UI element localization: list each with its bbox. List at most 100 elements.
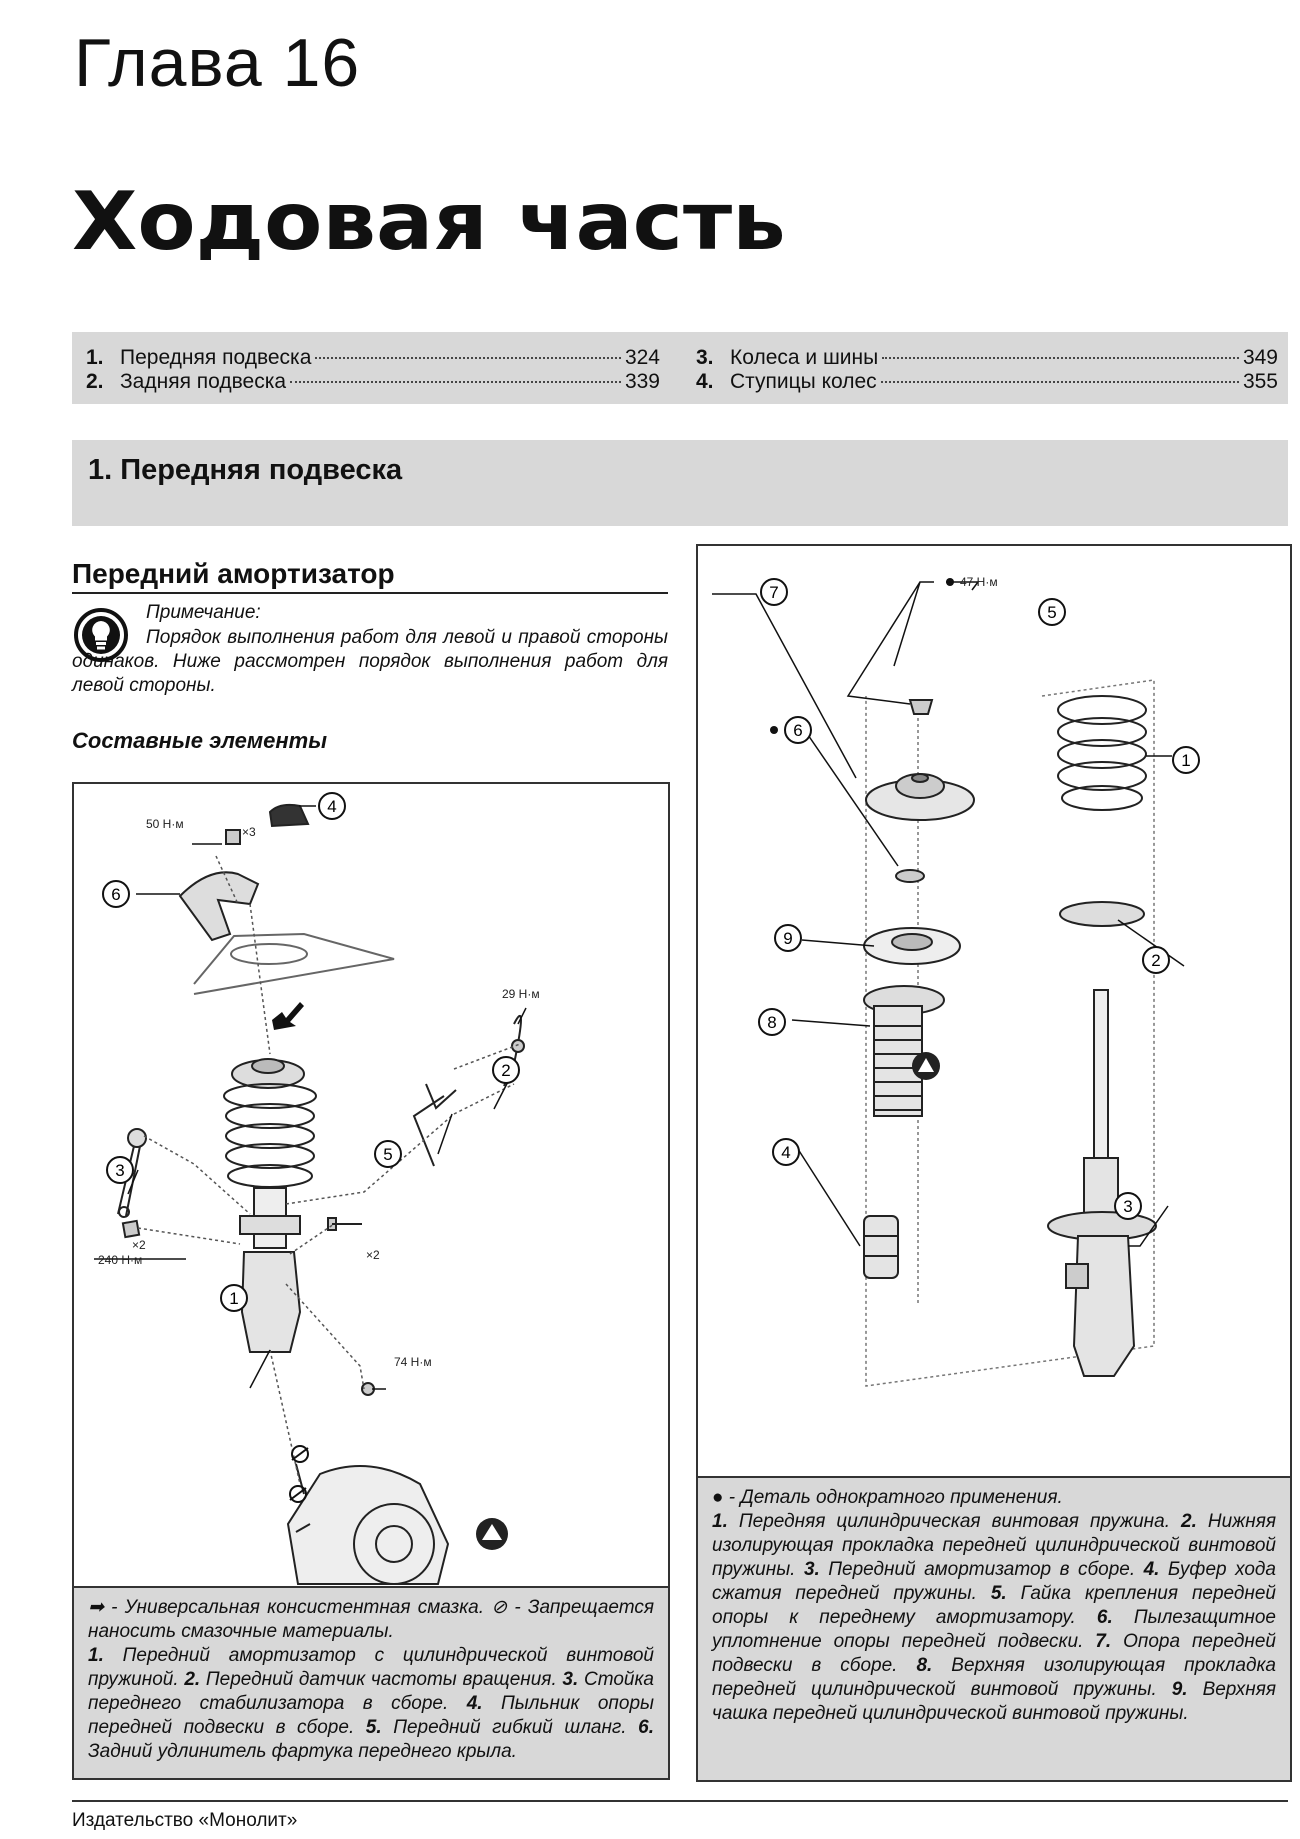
callout-2-label: 2 [1151,951,1160,970]
callout-4-label: 4 [781,1143,790,1162]
chapter-number: Глава 16 [74,25,361,101]
chapter-title: Ходовая часть [72,175,786,268]
multiplier-label: ×2 [366,1248,380,1262]
toc-num: 2. [86,370,104,393]
toc-label: Передняя подвеска [120,346,312,369]
caption-item-text: Верхняя чашка передней цилиндрической ви… [712,1679,1276,1724]
legend-no-grease: - Запрещается наносить смазочные материа… [88,1597,655,1642]
callout-2-label: 2 [501,1061,510,1080]
caption-item-text: Передний амортизатор в сборе. [819,1559,1144,1580]
caption-item-text: Пыльник опоры передней подвески в сборе. [88,1693,654,1738]
legend-grease: - Универсальная консистентная смазка. [103,1597,492,1618]
caption-item-num: 7. [1095,1631,1112,1652]
caption-item-num: 9. [1171,1679,1188,1700]
torque-label: 74 Н·м [394,1355,432,1369]
note-text: Порядок выполнения работ для левой и пра… [72,627,668,696]
callout-7-label: 7 [769,583,778,602]
grease-legend-icon: ➡ [88,1597,104,1618]
callout-8 [758,1008,786,1036]
note-label: Примечание: [146,602,261,623]
callout-3 [106,1156,134,1184]
caption-item-num: 2. [184,1669,201,1690]
toc-item[interactable]: 2. Задняя подвеска 339 [86,370,660,394]
caption-item-num: 3. [562,1669,579,1690]
toc-num: 3. [696,346,714,369]
torque-label: 50 Н·м [146,817,184,831]
subsection-title: Передний амортизатор [72,558,395,589]
no-grease-icon [289,1445,309,1503]
multiplier-label: ×2 [132,1238,146,1252]
callout-8-label: 8 [767,1013,776,1032]
callout-5 [1038,598,1066,626]
lightbulb-icon [74,608,128,662]
caption-item-num: 5. [990,1583,1007,1604]
callout-1 [1172,746,1200,774]
callout-3-label: 3 [115,1161,124,1180]
callout-9 [774,924,802,952]
callout-5-label: 5 [383,1145,392,1164]
toc-item[interactable]: 4. Ступицы колес 355 [696,370,1278,394]
single-use-dot-icon [770,726,778,734]
toc-page: 349 [1242,346,1278,369]
caption-item-text: Передний амортизатор с цилиндрической ви… [88,1645,654,1690]
toc-label: Колеса и шины [730,346,879,369]
callout-5-label: 5 [1047,603,1056,622]
caption-item-num: 3. [803,1559,820,1580]
toc-num: 4. [696,370,714,393]
grease-arrow-icon [272,1002,304,1030]
single-use-legend-icon: ● [712,1487,724,1508]
toc-label: Ступицы колес [730,370,877,393]
caption-item-num: 5. [365,1717,382,1738]
callout-4 [318,792,346,820]
strut-exploded-diagram: 7 5 6 9 8 4 1 2 3 47 Н·м [712,575,1200,1387]
caption-item-num: 6. [638,1717,654,1738]
callout-1-label: 1 [229,1289,238,1308]
callout-4-label: 4 [327,797,336,816]
caption-item-text: Верхняя изолирующая прокладка передней ц… [712,1655,1277,1700]
section-header-bar [72,440,1288,526]
caption-item-text: Передний гибкий шланг. [381,1717,639,1738]
left-figure-panel: 4 6 2 3 5 1 50 Н·м ×3 29 Н·м ×2 ×2 240 Н… [72,782,670,1780]
callout-1 [220,1284,248,1312]
torque-label: 240 Н·м [98,1253,142,1267]
callout-2 [492,1056,520,1084]
toc-page: 339 [624,370,660,393]
caption-item-num: 2. [1181,1511,1197,1532]
callout-2 [1142,946,1170,974]
section-label: Передняя подвеска [120,454,403,486]
table-of-contents: 1. Передняя подвеска 324 2. Задняя подве… [72,332,1288,404]
legend-single-use: - Деталь однократного применения. [723,1487,1063,1508]
caption-item-text: Нижняя изолирующая прокладка передней ци… [712,1511,1276,1580]
torque-label: 47 Н·м [960,575,998,589]
callout-6-label: 6 [111,885,120,904]
toc-page: 324 [624,346,660,369]
caption-item-text: Буфер хода сжатия передней пружины. [712,1559,1276,1604]
toc-item[interactable]: 3. Колеса и шины 349 [696,346,1278,370]
callout-6-label: 6 [793,721,802,740]
left-figure-caption: ➡ - Универсальная консистентная смазка. … [74,1586,668,1778]
toc-page: 355 [1242,370,1278,393]
section-number: 1. [88,454,113,486]
caption-item-text: Пылезащитное уплотнение опоры передней п… [712,1607,1276,1652]
caption-item-num: 6. [1096,1607,1113,1628]
toc-label: Задняя подвеска [120,370,287,393]
toc-num: 1. [86,346,104,369]
caption-item-text: Стойка переднего стабилизатора в сборе. [88,1669,654,1714]
caption-item-num: 8. [916,1655,933,1676]
no-grease-legend-icon: ⊘ [491,1597,508,1618]
caption-item-num: 1. [88,1645,104,1666]
caption-item-text: Гайка крепления передней опоры к передне… [712,1583,1276,1628]
footer-rule [72,1800,1288,1802]
callout-6 [784,716,812,744]
section-title: 1. Передняя подвеска [88,454,402,487]
right-figure-caption: ● - Деталь однократного применения. 1. П… [698,1476,1290,1780]
callout-1-label: 1 [1181,751,1190,770]
toc-item[interactable]: 1. Передняя подвеска 324 [86,346,660,370]
caption-item-text: Опора передней подвески в сборе. [712,1631,1276,1676]
toc-dots [315,357,621,359]
toc-dots [290,381,621,383]
publisher-footer: Издательство «Монолит» [72,1810,298,1831]
callout-3-label: 3 [1123,1197,1132,1216]
caption-item-num: 4. [1143,1559,1160,1580]
caption-item-num: 1. [712,1511,728,1532]
